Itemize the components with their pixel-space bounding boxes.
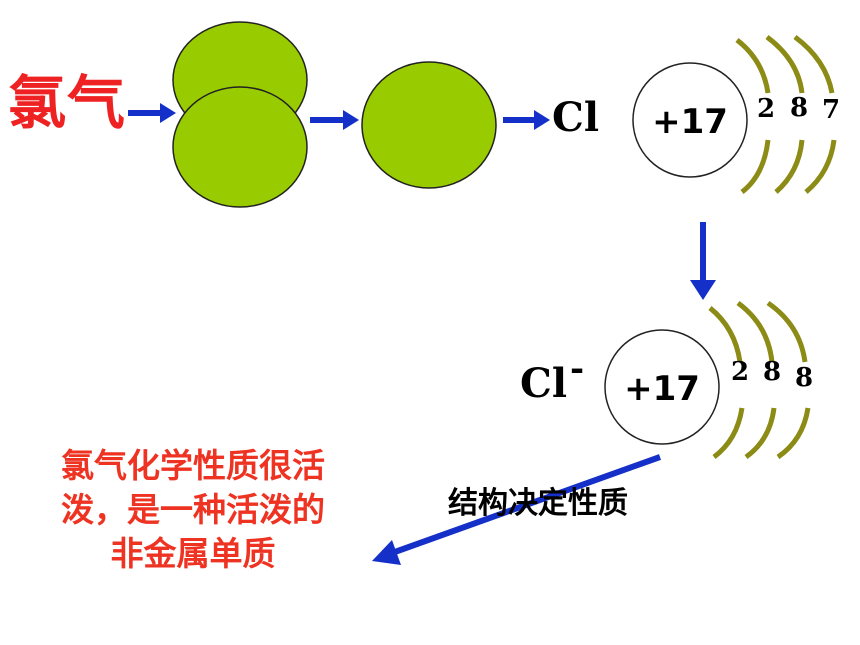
conclusion-line-3: 非金属单质 xyxy=(110,534,276,573)
ion-shell-1-top xyxy=(708,306,743,363)
atom-shells xyxy=(735,34,837,194)
ion-shell-count-3: 8 xyxy=(795,363,813,393)
chlorine-molecule xyxy=(172,21,308,208)
atom-shell-1-bottom xyxy=(740,139,771,194)
arrow-atom-to-symbol xyxy=(503,110,550,130)
molecule-atom-bottom xyxy=(172,86,308,208)
arrow-structure-to-property xyxy=(372,454,662,565)
conclusion-line-1: 氯气化学性质很活 xyxy=(61,446,325,485)
atom-shell-2-top xyxy=(765,34,805,94)
ion-shell-3-bottom xyxy=(776,407,811,460)
ion-nucleus-circle xyxy=(604,329,720,445)
ion-shell-count-1: 2 xyxy=(731,357,749,387)
arrow-title-to-molecule xyxy=(128,103,176,123)
ion-charge: - xyxy=(570,349,584,389)
ion-shell-3-top xyxy=(766,300,808,363)
atom-shell-3-top xyxy=(793,34,835,94)
atom-shell-2-bottom xyxy=(774,139,805,194)
conclusion-line-2: 泼，是一种活泼的 xyxy=(61,490,325,529)
ion-symbol: Cl xyxy=(520,360,567,407)
ion-shell-1-bottom xyxy=(712,407,745,460)
arrow-atom-to-ion xyxy=(690,222,716,300)
ion-nucleus-charge: +17 xyxy=(624,369,700,409)
ion-shell-2-top xyxy=(736,300,775,363)
ion-shells xyxy=(708,300,811,460)
ion-shell-2-bottom xyxy=(744,407,777,460)
atom-symbol: Cl xyxy=(552,94,599,141)
atom-nucleus-charge: +17 xyxy=(652,102,728,142)
atom-shell-count-3: 7 xyxy=(822,95,840,125)
atom-nucleus-circle xyxy=(632,62,748,178)
conclusion-text: 氯气化学性质很活 泼，是一种活泼的 非金属单质 xyxy=(18,444,368,576)
atom-shell-count-1: 2 xyxy=(757,94,775,124)
title-chlorine: 氯气 xyxy=(8,69,127,137)
atom-shell-3-bottom xyxy=(804,139,837,194)
atom-shell-1-top xyxy=(735,38,771,94)
arrow-label-structure: 结构决定性质 xyxy=(448,486,628,521)
arrow-molecule-to-atom xyxy=(310,110,359,130)
single-atom-sphere xyxy=(361,61,497,189)
ion-shell-count-2: 8 xyxy=(763,357,781,387)
atom-shell-count-2: 8 xyxy=(790,93,808,123)
